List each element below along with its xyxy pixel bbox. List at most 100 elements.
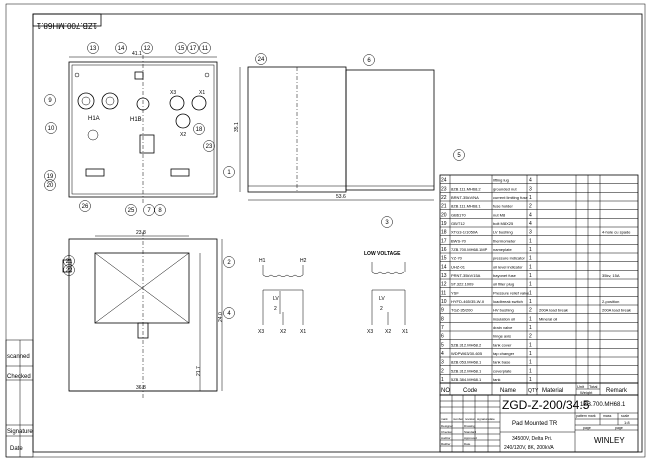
role-label-2: Drawing bbox=[464, 424, 475, 428]
cell-no: 24 bbox=[441, 178, 447, 184]
balloon-circle bbox=[63, 264, 75, 276]
cell-qty: 1 bbox=[529, 351, 532, 357]
balloon-circle bbox=[44, 170, 56, 182]
cell-qty: 3 bbox=[529, 186, 532, 192]
cell-no: 22 bbox=[441, 195, 447, 201]
side-strip: scanned Checked Signature Date bbox=[5, 339, 33, 458]
cell-qty: 1 bbox=[529, 238, 532, 244]
rev-header: date bbox=[489, 417, 495, 421]
role-label: Auditor bbox=[441, 436, 451, 440]
cell-code: GB/T12 bbox=[451, 221, 466, 226]
schem-x3-a: X3 bbox=[258, 329, 264, 335]
side-label-date: Date bbox=[10, 446, 23, 452]
balloon: 5 bbox=[453, 149, 465, 161]
balloon-circle bbox=[199, 42, 211, 54]
balloon-number: 11 bbox=[202, 46, 209, 52]
cell-no: 7 bbox=[441, 325, 444, 331]
role-label: Ratifier bbox=[441, 442, 451, 446]
cell-no: 20 bbox=[441, 212, 447, 218]
rev-header: signature bbox=[477, 417, 490, 421]
cell-code: 8ZB.111.MH68.1 bbox=[451, 204, 481, 209]
cell-qty: 1 bbox=[529, 273, 532, 279]
lv-bushing-x2 bbox=[175, 113, 191, 129]
side-label-scanned: scanned bbox=[7, 354, 30, 360]
cell-qty: 1 bbox=[529, 247, 532, 253]
balloon-circle bbox=[45, 122, 57, 134]
dim-top-inner: 23.8 bbox=[136, 230, 146, 236]
balloon-number: 3 bbox=[385, 220, 389, 226]
cell-code: 5ZB.312.MH68.1 bbox=[451, 368, 482, 373]
cell-qty: 1 bbox=[529, 290, 532, 296]
balloon: 25 bbox=[125, 204, 137, 216]
balloon-circle bbox=[175, 42, 187, 54]
cell-no: 2 bbox=[441, 368, 444, 374]
scale-label: scale bbox=[621, 414, 629, 418]
cell-name: hinge axis bbox=[493, 334, 511, 339]
cell-name: nameplate bbox=[493, 247, 512, 252]
cell-name: lifting lug bbox=[493, 178, 509, 183]
balloon-number: 9 bbox=[48, 98, 52, 104]
label-x1: X1 bbox=[199, 90, 205, 96]
balloon: 18 bbox=[193, 123, 205, 135]
header-weight: Weight bbox=[580, 390, 593, 395]
cell-no: 15 bbox=[441, 256, 447, 262]
cell-no: 17 bbox=[441, 238, 447, 244]
cell-qty: 1 bbox=[529, 377, 532, 383]
balloon-number: 20 bbox=[47, 183, 54, 189]
balloon: 22 bbox=[63, 264, 75, 276]
balloon-number: 6 bbox=[367, 58, 371, 64]
company-name: WINLEY bbox=[594, 436, 625, 445]
cell-no: 1 bbox=[441, 377, 444, 383]
cell-no: 9 bbox=[441, 308, 444, 314]
label-x2: X2 bbox=[180, 132, 186, 138]
cell-qty: 3 bbox=[529, 230, 532, 236]
cell-remark: 4-hole cu spade bbox=[602, 230, 631, 235]
balloon: 14 bbox=[115, 42, 127, 54]
cell-code: YZ-70 bbox=[451, 256, 463, 261]
cell-name: pressure indicator bbox=[493, 256, 525, 261]
cell-material: 200A load break bbox=[539, 308, 568, 313]
balloon-number: 7 bbox=[147, 208, 151, 214]
balloon: 8 bbox=[154, 204, 166, 216]
wiring-schematic: H1 H2 LV 2 X3 X2 X1 LOW VOLTAGE LV 2 X3 … bbox=[258, 251, 408, 335]
schem-lv: LV bbox=[273, 296, 279, 302]
cell-no: 12 bbox=[441, 282, 447, 288]
pattern-mark-label: pattern mark bbox=[576, 414, 596, 418]
cell-name: bolt M8X25 bbox=[493, 221, 514, 226]
cell-code: 5ZB.312.MH68.2 bbox=[451, 342, 482, 347]
header-remark: Remark bbox=[606, 388, 628, 394]
cell-qty: 2 bbox=[529, 204, 532, 210]
cell-remark: 200A load break bbox=[602, 308, 631, 313]
top-view: 23.8 36.8 21.7 24.0 bbox=[62, 230, 224, 398]
cell-remark: 2-position bbox=[602, 299, 619, 304]
cell-name: coverplate bbox=[493, 368, 512, 373]
cell-code: 5ZB.384.MH68.1 bbox=[451, 377, 482, 382]
role-label: Designer bbox=[441, 424, 453, 428]
cell-no: 8 bbox=[441, 316, 444, 322]
dim-top-inner-h: 21.7 bbox=[196, 366, 202, 376]
cell-name: HV bushing bbox=[493, 308, 514, 313]
cell-code: GB6170 bbox=[451, 212, 466, 217]
schem-x2-b: X2 bbox=[385, 329, 391, 335]
dim-side-width: 53.6 bbox=[336, 194, 346, 200]
header-code: Code bbox=[463, 388, 478, 394]
balloon-circle bbox=[255, 53, 267, 65]
balloon: 13 bbox=[87, 42, 99, 54]
balloon: 15 bbox=[175, 42, 187, 54]
cell-name: current limiting fuse bbox=[493, 195, 528, 200]
schem-x2-a: X2 bbox=[280, 329, 286, 335]
title-tab: 1ZB.700.MH68.1 bbox=[36, 21, 97, 30]
role-label: Checker bbox=[441, 430, 452, 434]
balloon-circle bbox=[187, 42, 199, 54]
balloon-number: 10 bbox=[48, 126, 55, 132]
cell-no: 5 bbox=[441, 342, 444, 348]
balloon-number: 26 bbox=[82, 204, 89, 210]
